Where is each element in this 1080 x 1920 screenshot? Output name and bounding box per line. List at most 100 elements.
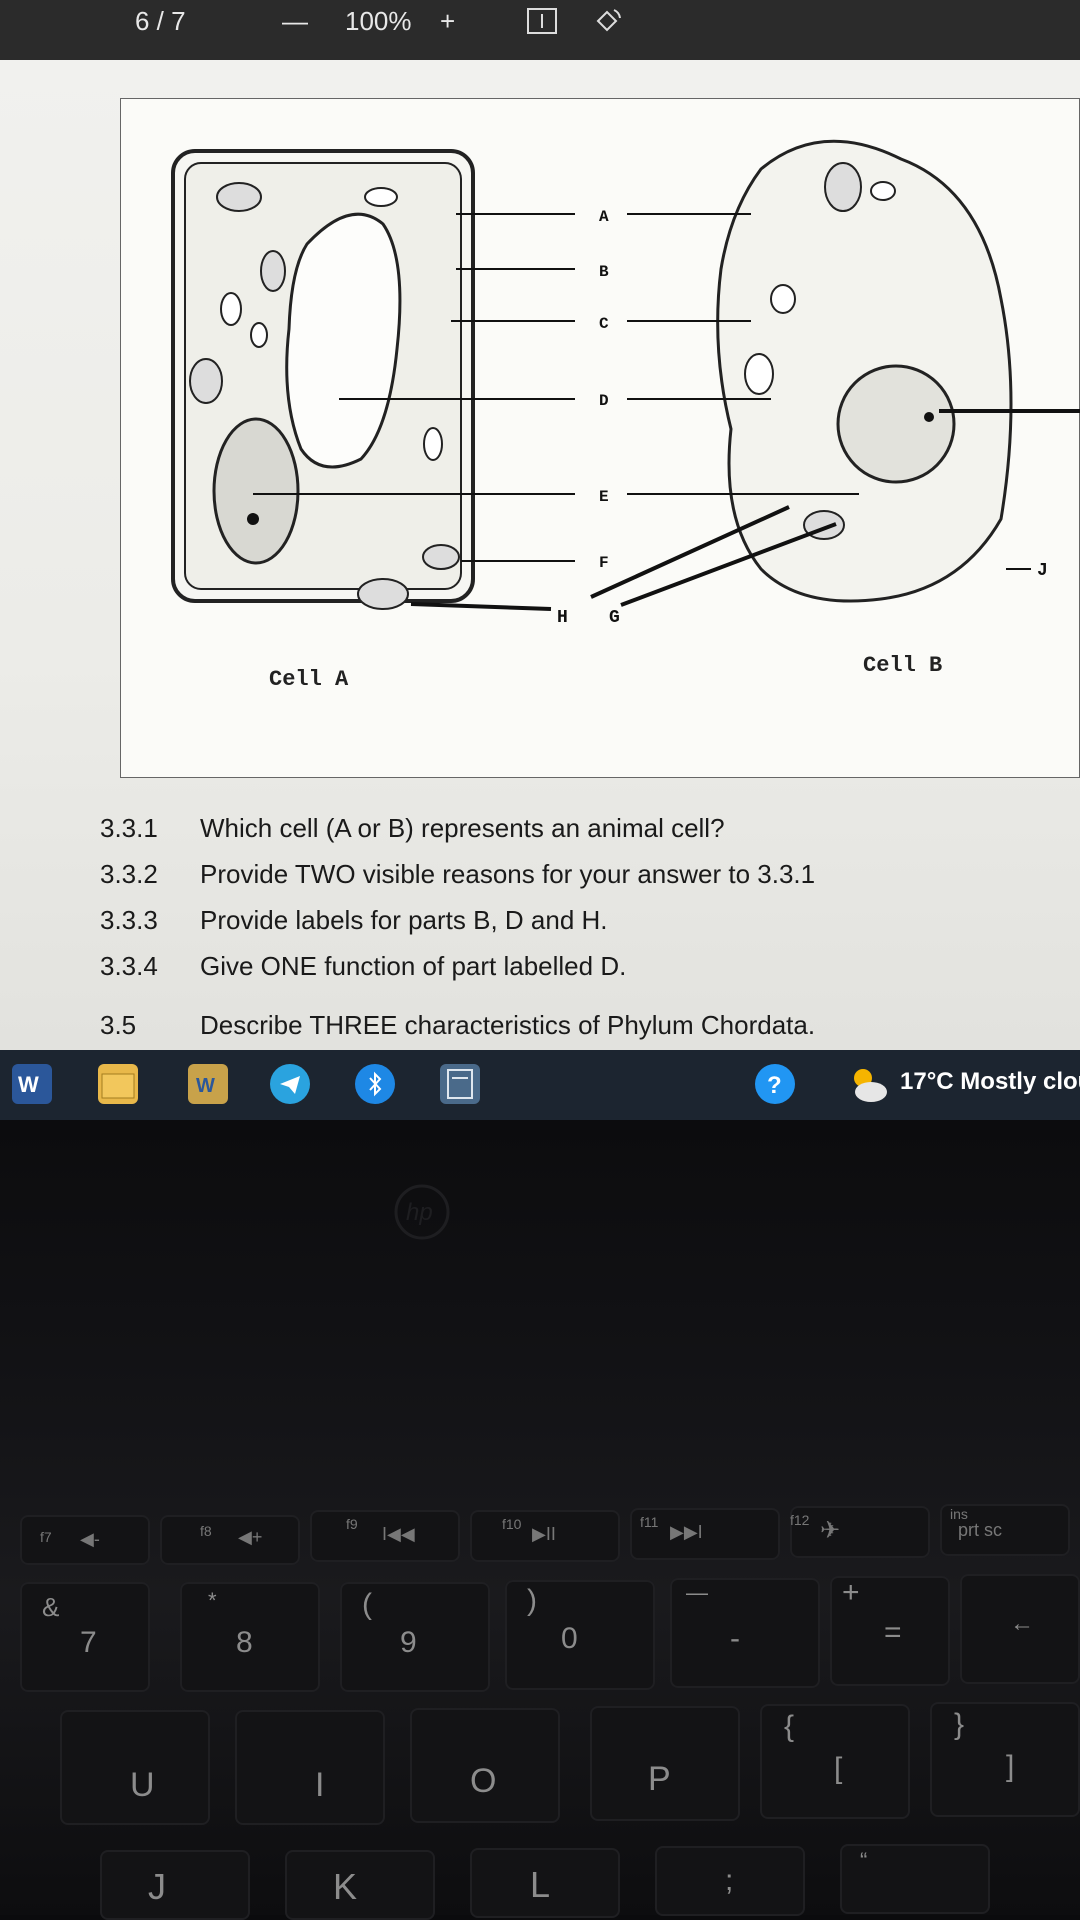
question-text: Give ONE function of part labelled D. (200, 951, 627, 981)
f8-key[interactable]: f8 ◀+ (160, 1515, 300, 1565)
page-indicator[interactable]: 6 / 7 (135, 6, 186, 36)
key-K[interactable]: K (285, 1850, 435, 1920)
hp-logo: hp (394, 1184, 450, 1240)
question-3-3-3: 3.3.3 Provide labels for parts B, D and H… (100, 905, 608, 936)
weather-text[interactable]: 17°C Mostly clou (900, 1068, 1080, 1095)
bluetooth-icon[interactable] (355, 1064, 395, 1104)
question-number: 3.3.3 (100, 905, 158, 935)
key-equals[interactable]: + = (830, 1576, 950, 1686)
key-P[interactable]: P (590, 1706, 740, 1821)
question-text: Provide labels for parts B, D and H. (200, 905, 608, 935)
word-doc-icon[interactable]: W (188, 1064, 228, 1104)
key-0[interactable]: ) 0 (505, 1580, 655, 1690)
label-E: E (599, 488, 609, 506)
cell-b-drawing (716, 139, 1013, 603)
key-I[interactable]: I (235, 1710, 385, 1825)
key-0-main: 0 (561, 1622, 578, 1655)
cell-diagram-figure: A B C D E F H G J Cell A Cell B (120, 98, 1080, 778)
telegram-icon[interactable] (270, 1064, 310, 1104)
key-J[interactable]: J (100, 1850, 250, 1920)
key-8-main: 8 (236, 1626, 253, 1659)
pdf-toolbar: 6 / 7 — 100% + (0, 0, 1080, 60)
svg-text:W: W (18, 1072, 39, 1097)
label-H: H (557, 608, 568, 628)
key-9-shift: ( (362, 1588, 372, 1621)
question-text: Describe THREE characteristics of Phylum… (200, 1010, 816, 1040)
f12-key[interactable]: f12 ✈ (790, 1506, 930, 1558)
play-pause-icon: ▶II (532, 1524, 556, 1544)
f7-key[interactable]: f7 ◀- (20, 1515, 150, 1565)
f9-label: f9 (346, 1516, 358, 1532)
key-minus[interactable]: — - (670, 1578, 820, 1688)
question-number: 3.3.1 (100, 813, 158, 843)
key-U[interactable]: U (60, 1710, 210, 1825)
cell-diagram: A B C D E F H G J Cell A Cell B (171, 139, 1080, 692)
key-L[interactable]: L (470, 1848, 620, 1918)
file-explorer-icon[interactable] (98, 1064, 138, 1104)
previous-track-icon: I◀◀ (382, 1524, 415, 1544)
zoom-in-button[interactable]: + (440, 6, 456, 36)
key-close-bracket-label: ] (1006, 1750, 1015, 1783)
rotate-icon[interactable] (590, 4, 624, 38)
f11-key[interactable]: f11 ▶▶I (630, 1508, 780, 1560)
key-I-label: I (315, 1766, 325, 1804)
label-D: D (599, 392, 609, 410)
svg-text:W: W (196, 1075, 215, 1097)
key-quote[interactable]: “ (840, 1844, 990, 1914)
help-icon[interactable]: ? (755, 1064, 795, 1104)
key-P-label: P (648, 1760, 671, 1798)
key-L-label: L (530, 1864, 551, 1905)
cell-b-caption: Cell B (863, 653, 942, 678)
key-open-bracket[interactable]: { [ (760, 1704, 910, 1819)
label-F: F (599, 554, 609, 572)
key-O[interactable]: O (410, 1708, 560, 1823)
cell-a-drawing (171, 149, 475, 610)
backspace-arrow-icon: ← (1010, 1610, 1034, 1637)
key-9-main: 9 (400, 1626, 417, 1659)
insert-label: ins (950, 1506, 968, 1522)
label-J: J (1037, 561, 1048, 581)
key-J-label: J (148, 1866, 166, 1907)
key-8[interactable]: * 8 (180, 1582, 320, 1692)
insert-key[interactable]: ins prt sc (940, 1504, 1070, 1556)
question-text: Which cell (A or B) represents an animal… (200, 813, 725, 843)
key-K-label: K (333, 1866, 358, 1907)
key-O-label: O (470, 1762, 497, 1800)
part-labels: A B C D E F H G J (557, 208, 1048, 628)
document-page: A B C D E F H G J Cell A Cell B (0, 60, 1080, 1050)
key-equals-shift: + (842, 1576, 860, 1609)
key-close-brace-label: } (954, 1708, 965, 1741)
cell-a-caption: Cell A (269, 667, 349, 692)
key-9[interactable]: ( 9 (340, 1582, 490, 1692)
next-track-icon: ▶▶I (670, 1522, 703, 1542)
print-screen-label: prt sc (958, 1520, 1003, 1540)
key-quote-label: “ (860, 1848, 868, 1873)
laptop-keyboard: hp f7 ◀- f8 ◀+ f9 I◀◀ f10 ▶II f11 ▶▶I f1… (0, 1120, 1080, 1920)
svg-text:?: ? (767, 1072, 782, 1099)
key-7-main: 7 (80, 1626, 97, 1659)
screen: 6 / 7 — 100% + (0, 0, 1080, 1120)
label-A: A (599, 208, 609, 226)
zoom-level[interactable]: 100% (345, 6, 412, 36)
airplane-mode-icon: ✈ (820, 1517, 841, 1544)
windows-taskbar: W W ? 17°C Mostly clou (0, 1050, 1080, 1120)
word-icon[interactable]: W (12, 1064, 52, 1104)
f9-key[interactable]: f9 I◀◀ (310, 1510, 460, 1562)
f10-key[interactable]: f10 ▶II (470, 1510, 620, 1562)
key-close-bracket[interactable]: } ] (930, 1702, 1080, 1817)
key-semicolon[interactable]: ; (655, 1846, 805, 1916)
fit-page-icon[interactable] (525, 6, 559, 36)
key-8-shift: * (208, 1588, 217, 1613)
calculator-icon[interactable] (440, 1064, 480, 1104)
key-semicolon-label: ; (725, 1864, 734, 1897)
weather-icon[interactable] (845, 1062, 891, 1108)
key-equals-main: = (884, 1616, 902, 1649)
volume-up-icon: ◀+ (238, 1527, 263, 1547)
label-B: B (599, 263, 609, 281)
backspace-key[interactable]: ← (960, 1574, 1080, 1684)
zoom-out-button[interactable]: — (282, 6, 308, 36)
key-7[interactable]: & 7 (20, 1582, 150, 1692)
key-7-shift: & (42, 1592, 60, 1622)
